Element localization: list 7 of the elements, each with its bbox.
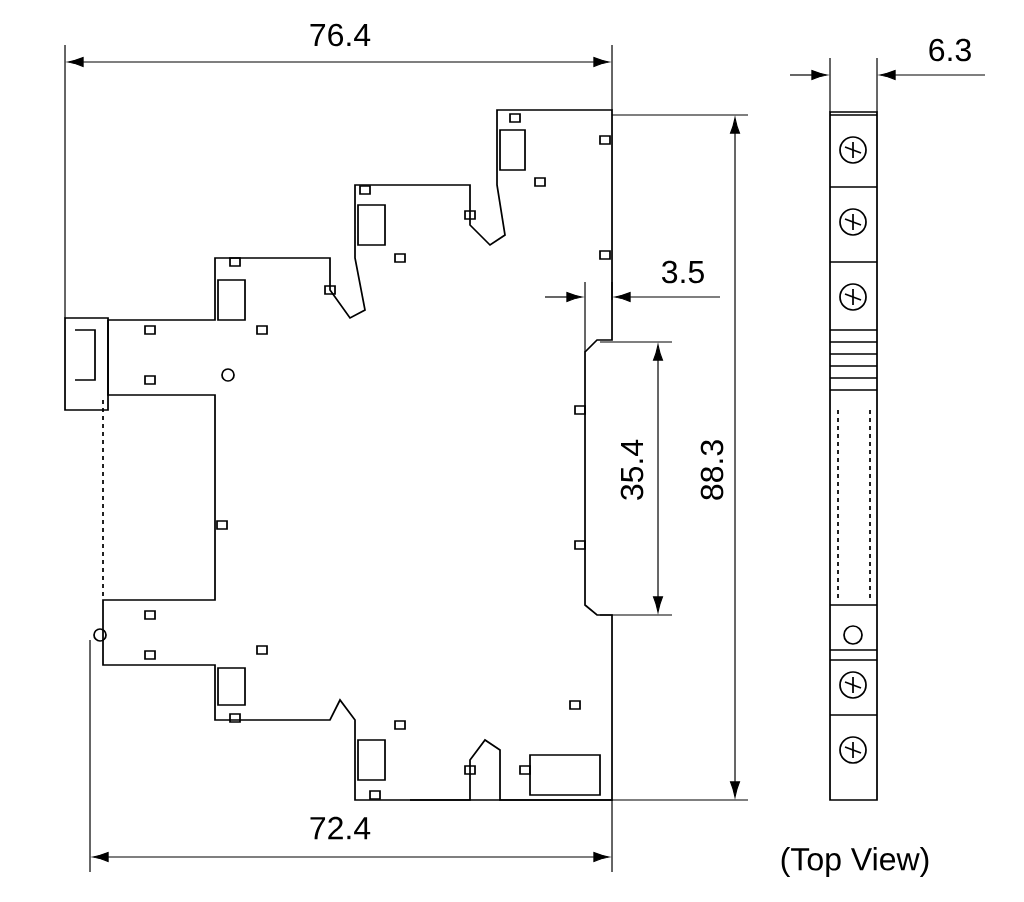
dimension-label: 6.3 [929, 38, 971, 62]
dimension-label: 88.3 [700, 440, 724, 500]
dimension-label: 72.4 [310, 816, 371, 840]
view-caption: (Top View) [781, 847, 929, 877]
dimension-label: 35.4 [620, 439, 644, 500]
dimension-label: 3.5 [662, 260, 704, 284]
dimension-label: 76.4 [310, 23, 371, 47]
